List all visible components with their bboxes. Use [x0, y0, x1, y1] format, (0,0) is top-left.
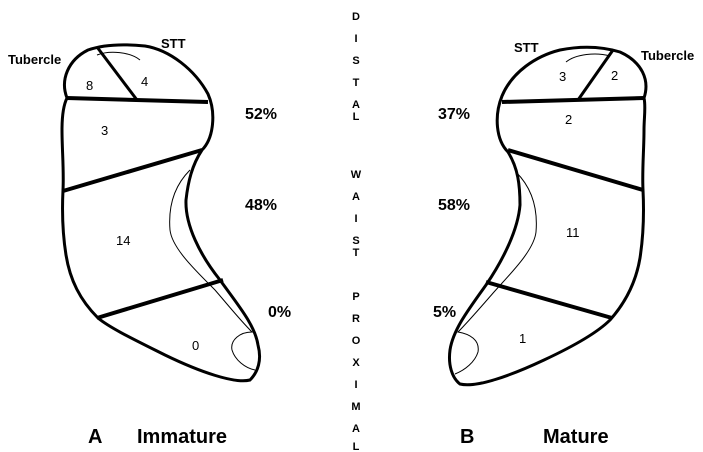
waist-letter: T — [353, 247, 360, 259]
panel-b-pct-proximal: 5% — [433, 304, 456, 321]
distal-letter: S — [352, 55, 359, 67]
proximal-letter: O — [352, 335, 361, 347]
panel-b-title: Mature — [543, 426, 609, 448]
panel-b-waist-upper-line — [508, 150, 643, 190]
proximal-letter: R — [352, 313, 360, 325]
panel-a-tubercle-label: Tubercle — [8, 52, 61, 67]
panel-b-pct-distal: 37% — [438, 106, 470, 123]
panel-a-letter: A — [88, 426, 102, 448]
panel-a-zone-proximal: 0 — [192, 338, 199, 353]
panel-a-waist-lower-line — [97, 280, 223, 318]
waist-letter: S — [352, 235, 359, 247]
panel-a-bone-outline — [62, 45, 260, 381]
panel-a-pct-proximal: 0% — [268, 304, 291, 321]
proximal-letter: M — [351, 401, 360, 413]
panel-a-scaphoid: Tubercle STT 8 4 3 14 0 52% 48% 0% — [8, 36, 291, 381]
panel-a-stt-label: STT — [161, 36, 186, 51]
panel-b-zone-proximal: 1 — [519, 331, 526, 346]
panel-a-pct-distal: 52% — [245, 106, 277, 123]
vertical-labels: D I S T A L W A I S T P R O X I M A L — [351, 11, 362, 452]
panel-b-zone-waist: 11 — [566, 225, 580, 240]
panel-b-scaphoid — [449, 47, 645, 385]
proximal-letter: L — [353, 441, 360, 452]
panel-b-stt-curve — [566, 54, 610, 62]
proximal-letter: A — [352, 423, 360, 435]
distal-letter: A — [352, 99, 360, 111]
panel-a-waist-upper-line — [63, 150, 202, 191]
panel-a-zone-stt: 4 — [141, 74, 148, 89]
panel-a-zone-waist: 14 — [116, 233, 130, 248]
distal-letter: D — [352, 11, 360, 23]
waist-letter: A — [352, 191, 360, 203]
distal-letter: T — [353, 77, 360, 89]
panel-b-waist-lower-line — [486, 282, 612, 318]
panel-b-zone-distal: 2 — [565, 112, 572, 127]
waist-letter: W — [351, 169, 362, 181]
panel-b-stt-label: STT — [514, 40, 539, 55]
distal-letter: L — [353, 111, 360, 123]
panel-a-zone-tubercle: 8 — [86, 78, 93, 93]
panel-a-title: Immature — [137, 426, 227, 448]
proximal-letter: X — [352, 357, 360, 369]
panel-b-letter: B — [460, 426, 474, 448]
distal-letter: I — [354, 33, 357, 45]
panel-a-zone-distal: 3 — [101, 123, 108, 138]
waist-letter: I — [354, 213, 357, 225]
proximal-letter: I — [354, 379, 357, 391]
panel-b-pct-waist: 58% — [438, 197, 470, 214]
panel-b-tubercle-label: Tubercle — [641, 48, 694, 63]
panel-b-zone-stt: 3 — [559, 69, 566, 84]
panel-b-zone-tubercle: 2 — [611, 68, 618, 83]
panel-b-distal-line — [502, 98, 644, 102]
panel-a-pct-waist: 48% — [245, 197, 277, 214]
panel-b-tubercle-divider — [578, 50, 613, 100]
panel-b-labels: STT Tubercle 3 2 2 11 1 37% 58% 5% — [433, 40, 694, 346]
proximal-letter: P — [352, 291, 359, 303]
panel-a-distal-line — [67, 98, 208, 102]
